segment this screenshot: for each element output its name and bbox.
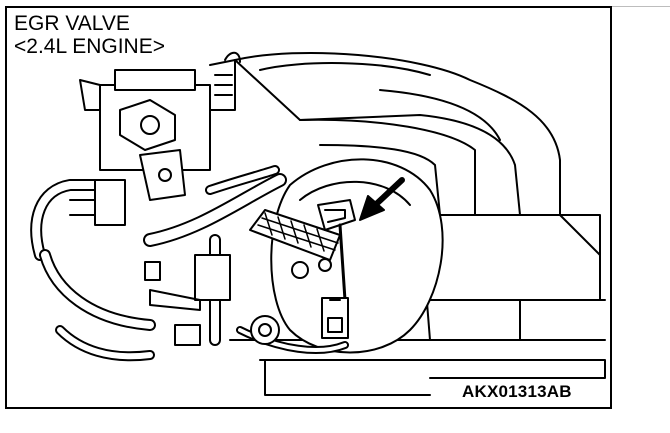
figure-title: EGR VALVE <2.4L ENGINE> [14, 12, 165, 58]
bracket-assembly [79, 51, 241, 201]
page-divider [612, 6, 670, 7]
intake-manifold [234, 51, 561, 216]
egr-valve [249, 199, 356, 339]
title-line-1: EGR VALVE [14, 12, 130, 35]
throttle-body-housing [270, 158, 444, 354]
title-line-2: <2.4L ENGINE> [14, 35, 165, 58]
reference-code: AKX01313AB [462, 382, 572, 401]
arrow-icon [359, 177, 405, 221]
manifold-body [229, 214, 606, 396]
